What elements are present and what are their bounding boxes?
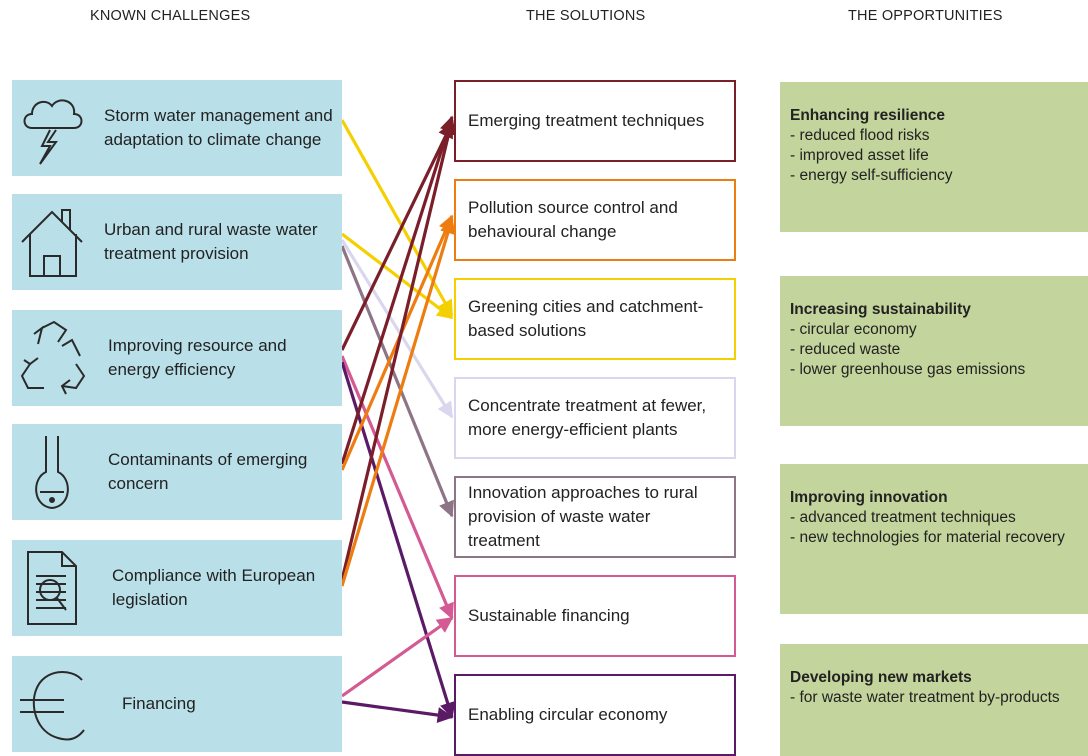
recycle-icon xyxy=(18,320,88,396)
solution-label: Emerging treatment techniques xyxy=(468,111,705,130)
opportunity-title: Developing new markets xyxy=(790,669,972,686)
opportunity-innovation: Improving innovation - advanced treatmen… xyxy=(780,464,1088,614)
link-arrow xyxy=(340,245,454,518)
solution-label: Innovation approaches to rural provision… xyxy=(468,483,698,550)
euro-icon xyxy=(18,666,88,742)
challenge-label: Improving resource and energy efficiency xyxy=(108,336,287,379)
link-arrow xyxy=(340,214,454,471)
link-arrow xyxy=(340,361,456,719)
link-arrow xyxy=(340,355,454,620)
opportunity-resilience: Enhancing resilience - reduced flood ris… xyxy=(780,82,1088,232)
challenge-label: Compliance with European legislation xyxy=(112,566,316,609)
link-arrow xyxy=(340,121,454,351)
opportunity-title: Increasing sustainability xyxy=(790,301,971,318)
link-arrow xyxy=(341,232,454,320)
solution-label: Greening cities and catchment-based solu… xyxy=(468,297,704,340)
solution-pollution-source-control: Pollution source control and behavioural… xyxy=(454,179,736,261)
link-arrow xyxy=(340,239,454,419)
link-arrow xyxy=(341,700,454,723)
challenges-header: KNOWN CHALLENGES xyxy=(90,8,251,24)
flask-icon xyxy=(18,434,88,510)
challenge-label: Contaminants of emerging concern xyxy=(108,450,308,493)
opportunity-title: Enhancing resilience xyxy=(790,107,946,124)
challenge-label: Urban and rural waste water treatment pr… xyxy=(104,220,318,263)
challenge-waste-water-provision: Urban and rural waste water treatment pr… xyxy=(12,194,342,290)
link-arrow xyxy=(340,217,456,587)
challenge-label: Storm water management and adaptation to… xyxy=(104,106,333,149)
solution-label: Concentrate treatment at fewer, more ene… xyxy=(468,396,707,439)
solution-sustainable-financing: Sustainable financing xyxy=(454,575,736,657)
solution-label: Pollution source control and behavioural… xyxy=(468,198,678,241)
opportunity-item: - improved asset life xyxy=(790,147,929,164)
link-arrow xyxy=(340,115,456,465)
challenge-storm-water: Storm water management and adaptation to… xyxy=(12,80,342,176)
opportunity-item: - reduced waste xyxy=(790,341,901,358)
solutions-header: THE SOLUTIONS xyxy=(526,8,646,24)
opportunity-new-markets: Developing new markets - for waste water… xyxy=(780,644,1088,756)
opportunity-item: - new technologies for material recovery xyxy=(790,529,1065,546)
storm-cloud-icon xyxy=(18,90,88,166)
opportunity-item: - advanced treatment techniques xyxy=(790,509,1016,526)
link-arrow xyxy=(340,118,457,581)
document-magnifier-icon xyxy=(18,550,88,626)
solution-rural-innovation: Innovation approaches to rural provision… xyxy=(454,476,736,558)
challenge-compliance: Compliance with European legislation xyxy=(12,540,342,636)
opportunity-item: - lower greenhouse gas emissions xyxy=(790,361,1026,378)
challenge-financing: Financing xyxy=(12,656,342,752)
opportunity-item: - reduced flood risks xyxy=(790,127,930,144)
solution-concentrate-treatment: Concentrate treatment at fewer, more ene… xyxy=(454,377,736,459)
solution-label: Enabling circular economy xyxy=(468,705,668,724)
challenge-label: Financing xyxy=(122,694,196,713)
opportunity-item: - energy self-sufficiency xyxy=(790,167,953,184)
solution-emerging-treatment: Emerging treatment techniques xyxy=(454,80,736,162)
solution-greening-cities: Greening cities and catchment-based solu… xyxy=(454,278,736,360)
challenge-contaminants: Contaminants of emerging concern xyxy=(12,424,342,520)
opportunities-header: THE OPPORTUNITIES xyxy=(848,8,1003,24)
opportunity-item: - for waste water treatment by-products xyxy=(790,689,1060,706)
challenge-resource-efficiency: Improving resource and energy efficiency xyxy=(12,310,342,406)
link-arrow xyxy=(341,616,454,698)
opportunity-item: - circular economy xyxy=(790,321,917,338)
house-icon xyxy=(18,204,88,280)
opportunity-title: Improving innovation xyxy=(790,489,948,506)
opportunity-sustainability: Increasing sustainability - circular eco… xyxy=(780,276,1088,426)
solution-label: Sustainable financing xyxy=(468,606,630,625)
solution-circular-economy: Enabling circular economy xyxy=(454,674,736,756)
